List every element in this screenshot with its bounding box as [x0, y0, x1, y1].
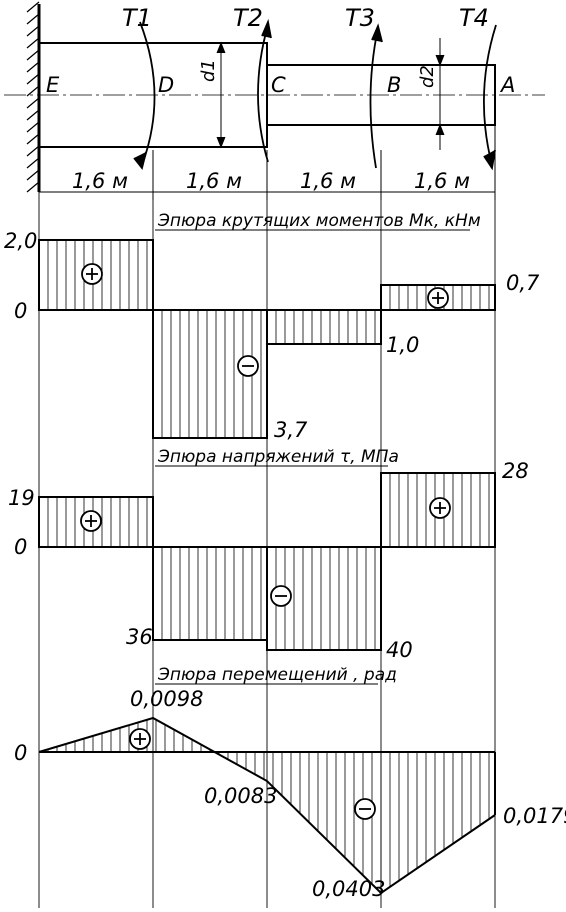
torque-value-label-ed: 2,0: [4, 229, 37, 253]
point-label-e: E: [46, 73, 60, 97]
torque-label-t1: T1: [122, 4, 152, 32]
twist-sign-minus: [354, 798, 376, 820]
torque-arrow-t1: [133, 21, 156, 170]
torque-diagram-title: Эпюра крутящих моментов Mк, кНм: [157, 211, 481, 231]
torque-arrow-t2: [257, 18, 272, 163]
torque-sign-minus: [237, 355, 259, 377]
segment-length-2: 1,6 м: [186, 169, 242, 193]
torque-diagram: Эпюра крутящих моментов Mк, кНм 2,0 0 3,…: [4, 211, 540, 442]
diameter-dimension-d1: [216, 41, 226, 149]
twist-diagram-title: Эпюра перемещений , рад: [157, 665, 397, 685]
stress-zero-label: 0: [14, 535, 27, 559]
torque-hatching: [47, 240, 490, 438]
segment-length-4: 1,6 м: [414, 169, 470, 193]
point-label-d: D: [158, 73, 174, 97]
torque-arrow-t3: [369, 23, 383, 169]
stress-sign-plus: [80, 510, 102, 532]
stress-diagram-title: Эпюра напряжений τ, МПа: [157, 447, 399, 467]
torque-value-label-dc: 3,7: [274, 418, 308, 442]
point-label-a: A: [499, 73, 515, 97]
torque-label-t3: T3: [345, 4, 375, 32]
twist-angle-diagram: Эпюра перемещений , рад 0 0,0098 0,0083 …: [14, 665, 566, 901]
diameter-dimension-d2: [435, 38, 445, 150]
torque-value-label-ba: 0,7: [506, 271, 540, 295]
stress-diagram: Эпюра напряжений τ, МПа 19 0 36 40 28: [8, 447, 529, 662]
torque-sign-plus: [81, 263, 103, 285]
stress-sign-minus: [270, 585, 292, 607]
stress-value-label-dc: 36: [126, 625, 153, 649]
torque-label-t4: T4: [459, 4, 489, 32]
stress-value-label-ba: 28: [502, 459, 529, 483]
twist-value-label-b: 0,0403: [312, 877, 385, 901]
stress-sign-plus-ba: [429, 497, 451, 519]
segment-length-3: 1,6 м: [300, 169, 356, 193]
twist-value-label-c: 0,0083: [204, 784, 277, 808]
torque-label-t2: T2: [233, 4, 263, 32]
torque-value-label-cb: 1,0: [386, 333, 419, 357]
diameter-label-d1: d1: [198, 59, 219, 82]
diameter-label-d2: d2: [417, 65, 438, 88]
torque-arrow-t4: [483, 24, 497, 171]
torque-zero-label: 0: [14, 299, 27, 323]
point-label-c: C: [271, 73, 286, 97]
torque-sign-plus-ba: [427, 287, 449, 309]
twist-curve: [38, 716, 496, 895]
twist-zero-label: 0: [14, 741, 27, 765]
twist-value-label-d: 0,0098: [130, 687, 203, 711]
fixed-wall: [26, 1, 41, 193]
segment-length-1: 1,6 м: [72, 169, 128, 193]
length-dimension-line: [39, 125, 496, 200]
shaft-schematic: T1 T2 T3 T4 E D C B A d1 d2: [4, 1, 545, 200]
point-label-b: B: [387, 73, 401, 97]
twist-sign-plus: [129, 728, 151, 750]
stress-value-label-ed: 19: [8, 486, 35, 510]
stress-value-label-cb: 40: [386, 638, 413, 662]
stress-hatching: [47, 473, 490, 650]
twist-value-label-a: 0,0179: [503, 804, 566, 828]
